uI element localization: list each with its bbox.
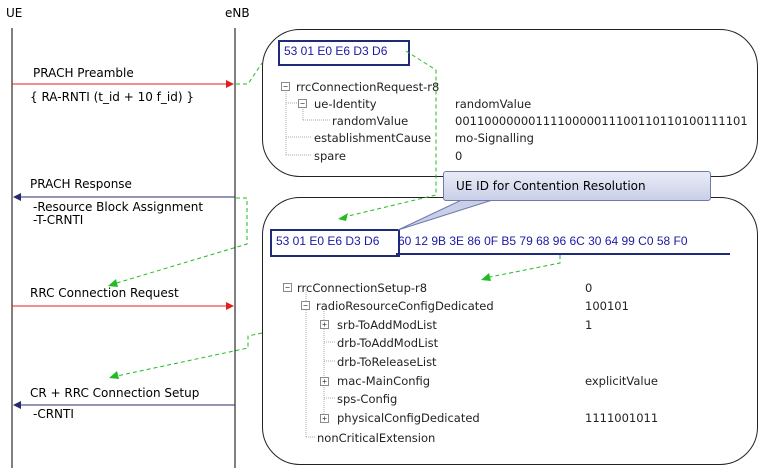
rrc-setup-crnti: -CRNTI <box>33 407 74 421</box>
request-hex-box <box>278 40 410 66</box>
connector-arrowhead <box>481 273 491 281</box>
establishment-cause-field: establishmentCause <box>314 131 432 145</box>
callout-text: UE ID for Contention Resolution <box>456 179 646 193</box>
prach-response-label: PRACH Response <box>30 177 132 191</box>
connector-setup-hex-to-tree <box>484 255 561 279</box>
connector-request-hex-to-setup-hex <box>339 50 437 219</box>
connector-arrowhead <box>108 279 118 287</box>
expand-icon[interactable]: + <box>320 320 329 329</box>
nce-field: nonCriticalExtension <box>317 431 436 445</box>
prach-preamble-label: PRACH Preamble <box>33 66 134 80</box>
connector-arrowhead <box>338 213 348 221</box>
request-hex: 53 01 E0 E6 D3 D6 <box>284 44 388 58</box>
prach-preamble-arrow <box>12 80 234 88</box>
collapse-icon[interactable]: − <box>283 283 292 292</box>
random-value-field: randomValue <box>332 114 409 128</box>
expand-icon[interactable]: + <box>320 377 329 386</box>
rrc-request-label: RRC Connection Request <box>30 286 179 300</box>
spare-value: 0 <box>455 149 463 163</box>
drb-release-field: drb-ToReleaseList <box>337 355 437 369</box>
collapse-icon[interactable]: − <box>301 301 310 310</box>
srb-field: srb-ToAddModList <box>337 318 437 332</box>
ue-label: UE <box>6 6 23 20</box>
phy-value: 1111001011 <box>585 411 659 425</box>
prach-preamble-note: { RA-RNTI (t_id + 10 f_id) } <box>30 90 194 104</box>
random-value-value: 0011000000011110000011100110110100111101 <box>455 114 748 128</box>
prach-response-tcrnti: -T-CRNTI <box>33 213 84 227</box>
connector-preamble-to-request <box>236 62 263 85</box>
rrc-request-arrow <box>12 302 234 310</box>
enb-label: eNB <box>225 6 250 20</box>
mac-value: explicitValue <box>585 374 658 388</box>
expand-icon[interactable]: + <box>320 414 329 423</box>
ue-identity-value: randomValue <box>455 97 532 111</box>
setup-root: rrcConnectionSetup-r8 <box>297 281 428 295</box>
request-root: rrcConnectionRequest-r8 <box>296 80 440 94</box>
connector-response-to-request-arrow <box>109 197 248 286</box>
spare-field: spare <box>314 149 346 163</box>
setup-rest-hex: 60 12 9B 3E 86 0F B5 79 68 96 6C 30 64 9… <box>398 234 688 248</box>
drb-add-field: drb-ToAddModList <box>337 336 439 350</box>
prach-response-arrow <box>13 193 235 201</box>
srb-value: 1 <box>585 318 593 332</box>
mac-field: mac-MainConfig <box>337 374 431 388</box>
connector-arrowhead <box>109 371 119 379</box>
rrcd-value: 100101 <box>585 299 629 313</box>
rrc-setup-arrow <box>13 401 235 409</box>
setup-root-value: 0 <box>585 281 593 295</box>
prach-response-rb: -Resource Block Assignment <box>33 200 204 214</box>
callout-box: UE ID for Contention Resolution <box>443 171 711 201</box>
sps-field: sps-Config <box>337 392 398 406</box>
phy-field: physicalConfigDedicated <box>337 411 480 425</box>
ue-identity-field: ue-Identity <box>314 97 377 111</box>
rrc-setup-label: CR + RRC Connection Setup <box>30 386 200 400</box>
setup-cr-hex-box <box>270 229 400 257</box>
setup-cr-hex: 53 01 E0 E6 D3 D6 <box>276 234 380 248</box>
collapse-icon[interactable]: − <box>298 99 307 108</box>
collapse-icon[interactable]: − <box>281 82 290 91</box>
rrcd-field: radioResourceConfigDedicated <box>316 299 494 313</box>
establishment-cause-value: mo-Signalling <box>455 131 534 145</box>
connector-setup-to-arrow <box>111 332 263 378</box>
